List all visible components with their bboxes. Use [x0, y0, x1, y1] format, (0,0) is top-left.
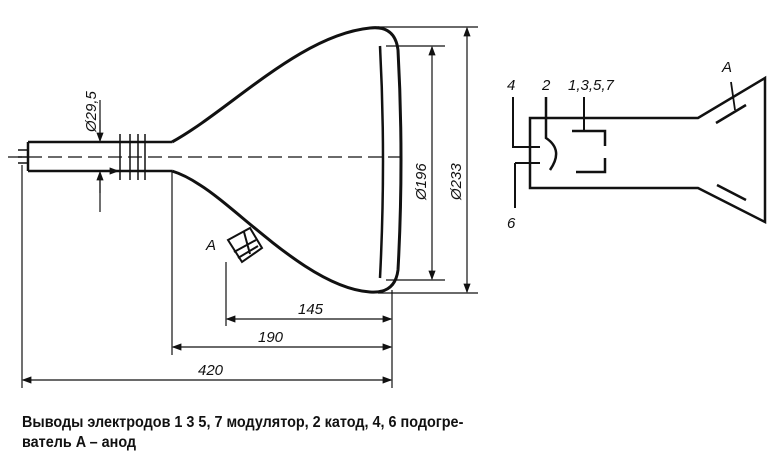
pin-6-label: 6 [507, 215, 516, 232]
dim-190: 190 [258, 329, 284, 346]
caption-line-1: Выводы электродов 1 3 5, 7 модулятор, 2 … [22, 414, 464, 431]
dim-screen-233: Ø233 [448, 163, 465, 201]
figure-caption: Выводы электродов 1 3 5, 7 модулятор, 2 … [22, 413, 688, 453]
anode-label: A [205, 237, 216, 254]
dim-screen-196: Ø196 [413, 163, 430, 201]
pin-2-label: 2 [541, 77, 551, 94]
caption-line-2: ватель A – анод [22, 434, 137, 451]
dim-420: 420 [198, 362, 224, 379]
anode-connector [226, 226, 264, 264]
screen-face [378, 45, 385, 279]
pin-4-label: 4 [507, 77, 515, 94]
tube-schematic [512, 75, 767, 225]
dim-neck-diameter: Ø29,5 [83, 90, 100, 133]
tube-bulb [171, 26, 403, 294]
schematic-anode-label: A [721, 59, 732, 76]
dim-145: 145 [298, 301, 324, 318]
pins-1357-label: 1,3,5,7 [568, 77, 615, 94]
